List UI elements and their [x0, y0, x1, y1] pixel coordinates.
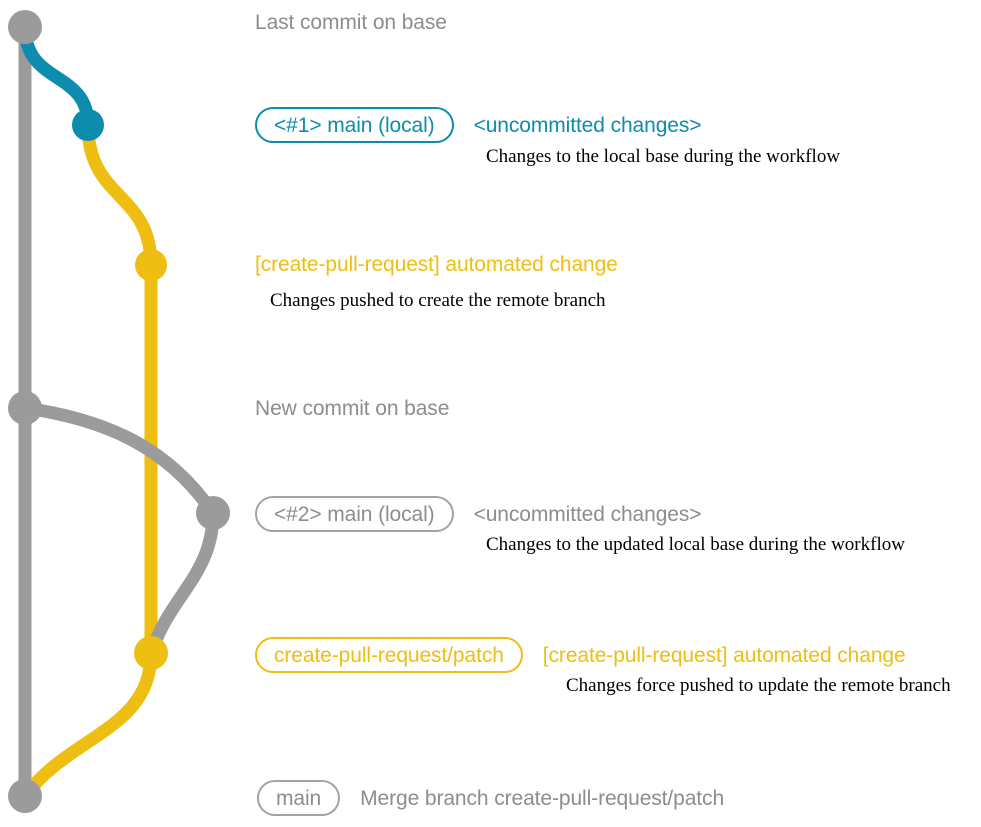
- entry-subtext-automated-change-1: Changes pushed to create the remote bran…: [270, 290, 606, 311]
- entry-automated-change-2: create-pull-request/patch [create-pull-r…: [255, 637, 906, 674]
- commit-node-patch-1[interactable]: [135, 249, 167, 281]
- entry-subtext-local-main-1: Changes to the local base during the wor…: [486, 146, 841, 167]
- entry-headline: Merge branch create-pull-request/patch: [360, 786, 725, 810]
- entry-merge-commit: main Merge branch create-pull-request/pa…: [257, 780, 725, 817]
- edge-local2-to-patch2: [144, 506, 220, 660]
- entry-headline: <uncommitted changes>: [473, 502, 702, 526]
- branch-badge-main[interactable]: main: [257, 780, 348, 817]
- entry-last-commit-on-base: Last commit on base: [255, 12, 447, 33]
- entry-headline: [create-pull-request] automated change: [255, 253, 618, 276]
- entry-local-main-2: <#2> main (local) <uncommitted changes>: [255, 496, 702, 533]
- branch-badge-label: <#2> main (local): [274, 502, 435, 526]
- edge-base-to-local1: [18, 20, 95, 132]
- entry-local-main-1: <#1> main (local) <uncommitted changes>: [255, 107, 702, 144]
- edge-basenew-to-local2: [18, 401, 220, 520]
- branch-badge-label: <#1> main (local): [274, 113, 435, 137]
- entry-headline: New commit on base: [255, 397, 450, 420]
- branch-badge-create-pull-request-patch[interactable]: create-pull-request/patch: [255, 637, 530, 674]
- entry-headline: Last commit on base: [255, 11, 447, 34]
- branch-badge-local-main-2[interactable]: <#2> main (local): [255, 496, 461, 533]
- commit-node-base-new[interactable]: [8, 391, 42, 425]
- commit-node-local-2[interactable]: [196, 496, 230, 530]
- commit-node-local-1[interactable]: [72, 109, 104, 141]
- edge-patch2-to-merge: [18, 646, 158, 803]
- entry-headline: [create-pull-request] automated change: [542, 643, 906, 667]
- commit-node-patch-2[interactable]: [134, 636, 168, 670]
- branch-badge-label: create-pull-request/patch: [274, 643, 504, 667]
- branch-badge-label: main: [276, 786, 322, 810]
- entry-automated-change-1: [create-pull-request] automated change: [255, 254, 618, 275]
- commit-node-base-top[interactable]: [8, 10, 42, 44]
- entry-headline: <uncommitted changes>: [473, 113, 702, 137]
- branch-badge-local-main-1[interactable]: <#1> main (local): [255, 107, 461, 144]
- commit-node-merge-bottom[interactable]: [8, 779, 42, 813]
- entry-subtext-automated-change-2: Changes force pushed to update the remot…: [566, 675, 951, 696]
- entry-new-commit-on-base: New commit on base: [255, 398, 449, 419]
- edge-local1-to-patch1: [81, 118, 158, 272]
- entry-subtext-local-main-2: Changes to the updated local base during…: [486, 534, 905, 555]
